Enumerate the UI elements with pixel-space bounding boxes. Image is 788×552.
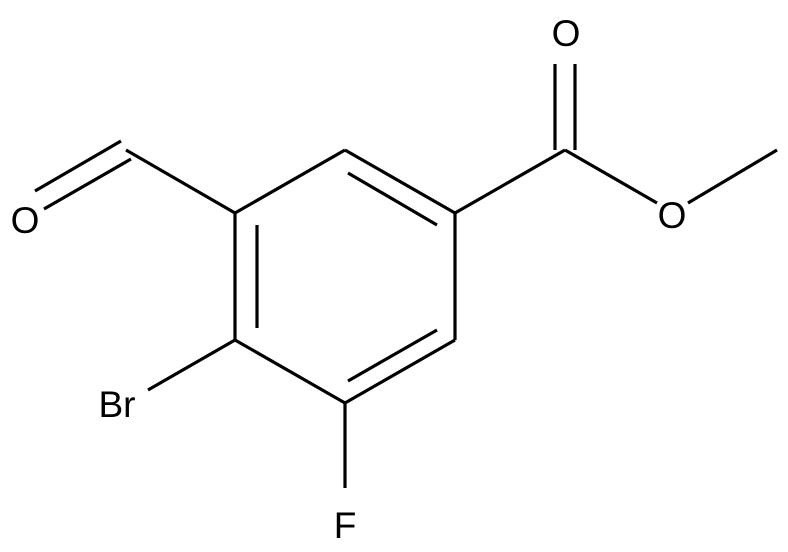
atom-label-aldehyde-oxygen: O	[11, 200, 40, 241]
ring-bond-c1-c2	[344, 148, 456, 215]
bond-ring-carbonyl-carbon	[454, 148, 566, 215]
atom-label-bromine: Br	[99, 384, 136, 425]
bond-o-methyl	[687, 148, 778, 205]
atom-label-ester-oxygen: O	[658, 195, 687, 236]
bond-ester-c-o-single	[564, 148, 658, 205]
bond-aldehyde-double-o-outer	[43, 157, 132, 211]
bond-ring-aldehyde-carbon	[125, 148, 236, 215]
bond-aldehyde-double-o-inner	[34, 139, 122, 193]
ring-bond-c3-c4	[344, 338, 456, 405]
ring-bond-c1-c2-inner	[347, 171, 438, 227]
ring-bond-c6-c1	[234, 148, 346, 215]
ring-bond-c3-c4-inner	[347, 328, 438, 383]
atom-label-fluorine: F	[334, 505, 357, 546]
atom-label-ester-carbonyl-oxygen: O	[552, 13, 581, 54]
ring-bond-c4-c5	[234, 338, 346, 405]
bond-c-br	[147, 338, 236, 392]
